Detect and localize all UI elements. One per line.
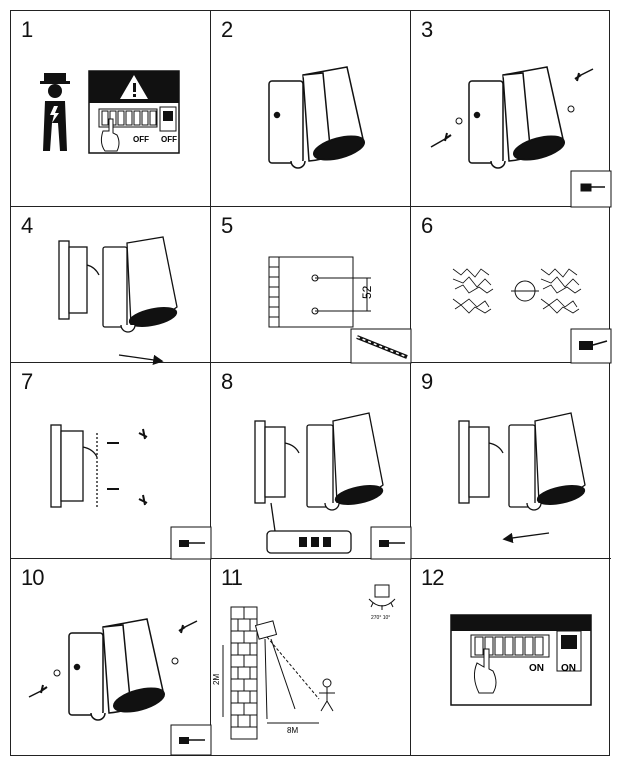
breaker-panel [88,70,180,154]
attach-lamp-illustration [458,412,586,544]
step-number: 5 [221,213,233,238]
step-number: 4 [21,213,33,238]
step-number: 9 [421,369,433,394]
sensor-range-illustration: 2M 8M 270° 10° [212,584,396,740]
power-off-illustration: OFF OFF [40,70,180,154]
wall-lamp [268,66,365,169]
person-icon [319,678,335,712]
step-number: 8 [221,369,233,394]
motion-sensor-icon [368,584,396,610]
drill-holes-illustration [452,268,612,364]
pencil-icon [356,335,408,359]
step-number: 11 [221,565,243,590]
step-11-panel: 11 2M 8M [211,559,411,755]
screwdriver-icon [179,737,205,744]
step-number: 12 [421,565,445,590]
screwdriver-icon [179,540,205,547]
step-10-panel: 10 [11,559,212,756]
angle-label: 270° 10° [371,615,390,621]
electrician-icon [40,73,70,151]
step-number: 3 [421,17,433,42]
step-number: 6 [421,213,433,238]
remove-lamp-illustration [58,236,178,366]
dimension-label: 52 [360,285,374,299]
breaker-on-label: ON [529,663,544,674]
switch-off-label: OFF [161,135,177,144]
screwdriver-icon [580,183,605,192]
power-on-illustration: ON ON [450,614,592,706]
brick-wall [268,256,280,328]
lamp-illustration [268,66,365,169]
step-5-panel: 5 52 [211,207,412,364]
screw-icon [444,72,582,142]
wall-texture [452,268,582,314]
terminal-block [299,537,331,547]
breaker-panel [450,614,592,706]
step-8-panel: 8 [211,363,412,560]
fasten-screws-illustration [28,618,212,756]
mark-holes-illustration: 52 [268,256,412,364]
step-3-panel: 3 [411,11,612,208]
step-4-panel: 4 [11,207,211,366]
brick-wall [230,606,258,740]
step-number: 1 [21,17,33,42]
step-2-panel: 2 [211,11,411,207]
instruction-grid: 1 [10,10,612,756]
step-6-panel: 6 [411,207,612,364]
step-7-panel: 7 [11,363,212,560]
warning-icon [120,75,148,99]
step-number: 2 [221,17,233,42]
switch-on-label: ON [561,663,576,674]
step-12-panel: 12 ON ON [411,559,611,755]
breaker-off-label: OFF [133,135,149,144]
drill-icon [579,340,608,350]
step-number: 7 [21,369,33,394]
step-1-panel: 1 [11,11,211,207]
unscrew-illustration [430,66,612,208]
wiring-illustration [254,412,412,560]
step-9-panel: 9 [411,363,611,559]
screwdriver-icon [379,540,405,547]
distance-label: 8M [287,726,298,735]
height-label: 2M [212,674,221,685]
step-number: 10 [21,565,45,590]
mount-bracket-illustration [50,424,212,560]
arrow [430,138,446,148]
